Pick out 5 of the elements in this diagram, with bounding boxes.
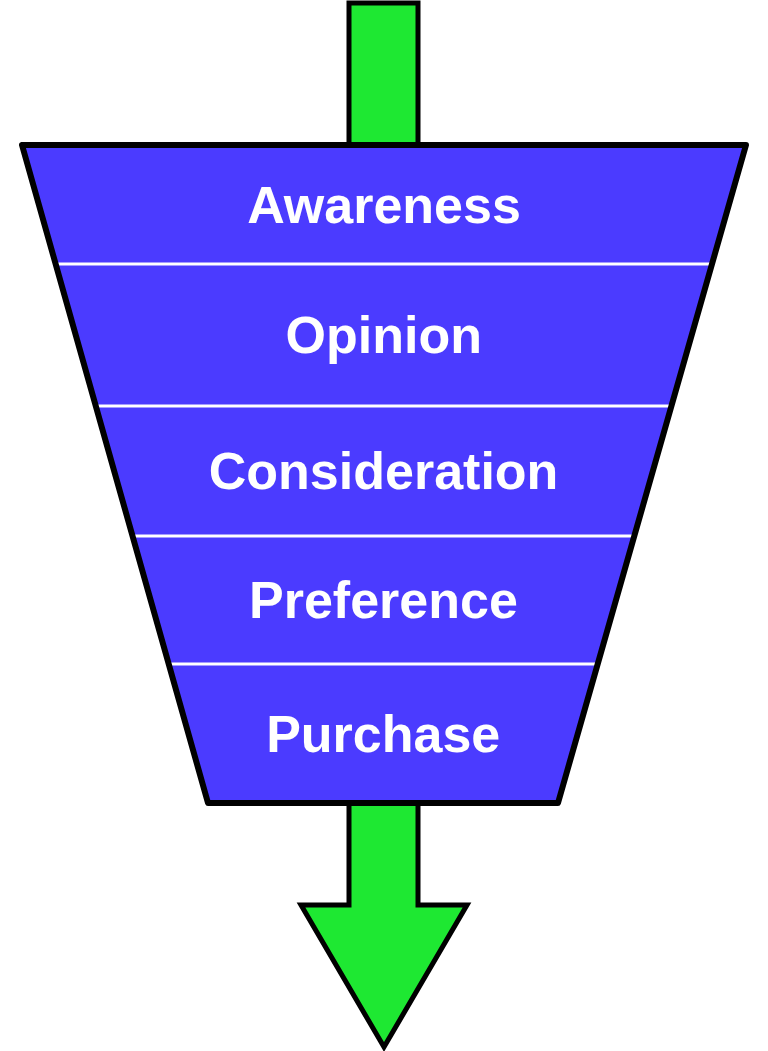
stage-label: Purchase <box>266 703 501 764</box>
stage-label: Awareness <box>247 174 521 235</box>
stage-label: Preference <box>248 570 518 630</box>
stage-label: Opinion <box>285 305 482 365</box>
stage-label: Consideration <box>208 441 559 501</box>
